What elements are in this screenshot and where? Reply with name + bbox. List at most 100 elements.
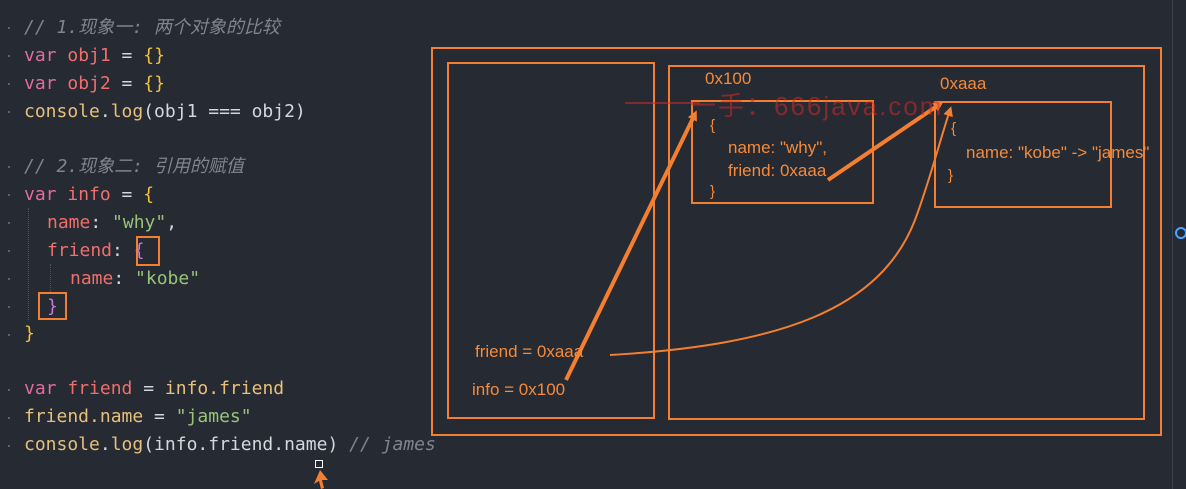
- friend-object-box: [934, 101, 1112, 208]
- code-line-9: friend: {: [47, 237, 145, 265]
- info-object-box: [691, 100, 874, 204]
- code-line-15: friend.name = "james": [24, 403, 252, 431]
- object-ref: console: [24, 434, 100, 455]
- property-key: name: [47, 212, 91, 233]
- dot: .: [99, 434, 111, 455]
- keyword: var: [24, 378, 57, 399]
- watermark: 一手：666java.com: [690, 91, 944, 121]
- gutter-marker: [8, 111, 10, 113]
- operator: =: [110, 73, 144, 94]
- friend-var-pointer-arrow: [609, 106, 953, 356]
- call-args: (info.friend.name): [143, 434, 339, 455]
- object-brace: {: [951, 120, 957, 137]
- gutter-marker: [8, 27, 10, 29]
- object-literal: {}: [143, 45, 165, 66]
- code-editor[interactable]: // 1.现象一: 两个对象的比较 var obj1 = {} var obj2…: [0, 0, 470, 489]
- identifier: friend: [67, 378, 133, 399]
- identifier: info: [67, 184, 111, 205]
- code-line-16: console.log(info.friend.name) // james: [24, 431, 436, 459]
- gutter-marker: [8, 250, 10, 252]
- object-field: friend: 0xaaa: [728, 161, 827, 180]
- gutter-marker: [8, 166, 10, 168]
- object-brace: }: [710, 183, 716, 200]
- code-line-7: var info = {: [24, 181, 154, 209]
- heap-box: [668, 65, 1145, 420]
- operator: =: [110, 184, 144, 205]
- highlight-box: [38, 292, 67, 320]
- address-label-info: 0x100: [705, 69, 752, 88]
- address-label-friend: 0xaaa: [940, 74, 987, 93]
- code-line-2: var obj1 = {}: [24, 42, 165, 70]
- operator: =: [110, 45, 144, 66]
- gutter-marker: [8, 194, 10, 196]
- highlight-box: [136, 236, 160, 266]
- object-field: name: "why",: [728, 138, 827, 157]
- function-name: log: [110, 434, 144, 455]
- keyword: var: [24, 45, 57, 66]
- gutter-marker: [8, 445, 10, 447]
- object-field: name: "kobe" -> "james": [966, 143, 1150, 162]
- gutter-marker: [8, 55, 10, 57]
- code-line-12: }: [24, 320, 35, 348]
- open-brace: {: [143, 184, 155, 205]
- keyword: var: [24, 73, 57, 94]
- friend-field-pointer-arrow: [826, 101, 944, 182]
- object-literal: {}: [143, 73, 165, 94]
- scroll-handle[interactable]: [1175, 227, 1186, 239]
- keyword: var: [24, 184, 57, 205]
- member-expression: info.friend: [164, 378, 285, 399]
- operator: =: [132, 378, 165, 399]
- string-literal: "james": [175, 406, 252, 427]
- object-brace: {: [710, 117, 716, 134]
- scrollbar[interactable]: [1172, 0, 1173, 489]
- stack-var-info: info = 0x100: [472, 380, 566, 399]
- property-key: friend: [47, 240, 113, 261]
- gutter-marker: [8, 222, 10, 224]
- property-key: name: [70, 268, 114, 289]
- code-line-8: name: "why",: [47, 209, 177, 237]
- gutter-marker: [8, 83, 10, 85]
- operator: =: [143, 406, 176, 427]
- code-line-10: name: "kobe": [70, 265, 200, 293]
- gutter-marker: [8, 389, 10, 391]
- comment: // 2.现象二: 引用的赋值: [24, 156, 244, 177]
- pointer-icon: [314, 470, 328, 489]
- stack-box: [447, 62, 655, 419]
- object-ref: console: [24, 101, 100, 122]
- gutter-marker: [8, 417, 10, 419]
- gutter-marker: [8, 334, 10, 336]
- colon: :: [90, 212, 113, 233]
- indent-guide: [50, 264, 51, 292]
- stack-var-friend: friend = 0xaaa: [475, 342, 584, 361]
- string-literal: "why": [112, 212, 167, 233]
- code-line-4: console.log(obj1 === obj2): [24, 98, 306, 126]
- function-name: log: [110, 101, 144, 122]
- info-pointer-arrow: [564, 110, 697, 381]
- open-brace: {: [133, 240, 145, 261]
- identifier: obj1: [67, 45, 111, 66]
- indent-guide: [28, 208, 29, 320]
- text-cursor: [315, 460, 323, 468]
- call-args: (obj1 === obj2): [143, 101, 306, 122]
- comment: // james: [338, 434, 436, 455]
- dot: .: [99, 101, 111, 122]
- code-line-1: // 1.现象一: 两个对象的比较: [24, 14, 280, 42]
- object-brace: }: [948, 167, 954, 184]
- comment: // 1.现象一: 两个对象的比较: [24, 17, 280, 38]
- code-line-11: }: [47, 293, 58, 321]
- code-line-14: var friend = info.friend: [24, 375, 284, 403]
- close-brace: }: [24, 323, 35, 344]
- memory-frame: [431, 47, 1162, 436]
- colon: :: [113, 268, 136, 289]
- code-line-6: // 2.现象二: 引用的赋值: [24, 153, 244, 181]
- identifier: obj2: [67, 73, 111, 94]
- code-line-3: var obj2 = {}: [24, 70, 165, 98]
- member-expression: friend.name: [24, 406, 144, 427]
- string-literal: "kobe": [135, 268, 201, 289]
- close-brace: }: [47, 296, 58, 317]
- gutter-marker: [8, 306, 10, 308]
- colon: :: [112, 240, 134, 261]
- gutter-marker: [8, 278, 10, 280]
- comma: ,: [166, 212, 178, 233]
